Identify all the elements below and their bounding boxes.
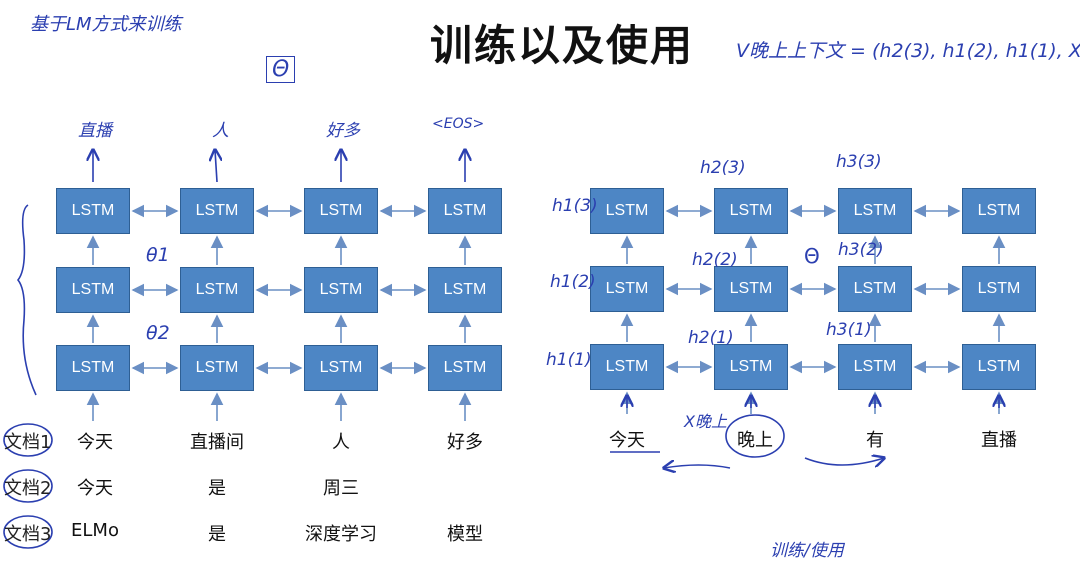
x-wanshang-label: X晚上: [684, 412, 727, 431]
right-input-word-0: 今天: [609, 430, 645, 451]
doc2-word-2: 周三: [323, 478, 359, 499]
doc2-word-0: 今天: [77, 478, 113, 499]
right-lstm-cell-r2-c1: LSTM: [714, 344, 788, 390]
h2-layer2-label: h2(2): [692, 250, 738, 270]
h3-layer1-label: h3(1): [826, 320, 872, 340]
doc3-word-3: 模型: [447, 524, 483, 545]
theta-2-label: θ2: [146, 322, 170, 344]
h1-layer1-label: h1(1): [546, 350, 592, 370]
right-input-word-1: 晚上: [737, 430, 773, 451]
doc3-word-1: 是: [208, 524, 226, 545]
h2-layer3-label: h2(3): [700, 158, 746, 178]
right-lstm-cell-r2-c0: LSTM: [590, 344, 664, 390]
right-lstm-cell-r1-c0: LSTM: [590, 266, 664, 312]
right-lstm-cell-r0-c3: LSTM: [962, 188, 1036, 234]
h1-layer3-label: h1(3): [552, 196, 598, 216]
left-lstm-cell-r0-c2: LSTM: [304, 188, 378, 234]
h2-layer1-label: h2(1): [688, 328, 734, 348]
document-circle-2: [3, 469, 53, 503]
left-lstm-cell-r1-c2: LSTM: [304, 267, 378, 313]
document-label-1: 文档1: [4, 432, 52, 453]
left-lstm-cell-r0-c0: LSTM: [56, 188, 130, 234]
doc1-word-1: 直播间: [190, 432, 244, 453]
left-lstm-cell-r2-c1: LSTM: [180, 345, 254, 391]
doc1-word-2: 人: [332, 432, 350, 453]
output-arrow-1: [215, 150, 217, 183]
right-lstm-cell-r1-c1: LSTM: [714, 266, 788, 312]
left-lstm-cell-r2-c2: LSTM: [304, 345, 378, 391]
left-lstm-cell-r1-c0: LSTM: [56, 267, 130, 313]
h1-layer2-label: h1(2): [550, 272, 596, 292]
right-lstm-cell-r2-c3: LSTM: [962, 344, 1036, 390]
document-circle-1: [3, 423, 53, 457]
output-label-3: <EOS>: [432, 116, 485, 132]
handwritten-bottom: 训练/使用: [770, 541, 844, 561]
doc1-word-0: 今天: [77, 432, 113, 453]
right-input-word-2: 有: [866, 430, 884, 451]
output-label-0: 直播: [78, 121, 112, 141]
output-label-1: 人: [212, 121, 229, 141]
right-lstm-cell-r1-c2: LSTM: [838, 266, 912, 312]
left-lstm-cell-r0-c3: LSTM: [428, 188, 502, 234]
document-circle-3: [3, 515, 53, 549]
right-lstm-cell-r0-c1: LSTM: [714, 188, 788, 234]
right-lstm-cell-r1-c3: LSTM: [962, 266, 1036, 312]
left-lstm-cell-r1-c1: LSTM: [180, 267, 254, 313]
right-lstm-cell-r0-c0: LSTM: [590, 188, 664, 234]
handwritten-vector: V晚上上下文 = (h2(3), h1(2), h1(1), X晚上): [736, 40, 1080, 62]
document-label-3: 文档3: [4, 524, 52, 545]
h3-layer2-label: h3(2): [838, 240, 884, 260]
document-label-2: 文档2: [4, 478, 52, 499]
left-lstm-cell-r2-c3: LSTM: [428, 345, 502, 391]
right-lstm-cell-r2-c2: LSTM: [838, 344, 912, 390]
left-lstm-cell-r1-c3: LSTM: [428, 267, 502, 313]
right-input-word-3: 直播: [981, 430, 1017, 451]
doc3-word-2: 深度学习: [305, 524, 377, 545]
left-lstm-cell-r2-c0: LSTM: [56, 345, 130, 391]
doc1-word-3: 好多: [447, 432, 483, 453]
h3-layer3-label: h3(3): [836, 152, 882, 172]
doc2-word-1: 是: [208, 478, 226, 499]
handwritten-theta-box: Θ: [266, 56, 296, 83]
theta-1-label: θ1: [146, 244, 170, 266]
right-lstm-cell-r0-c2: LSTM: [838, 188, 912, 234]
doc3-word-0: ELMo: [71, 520, 119, 541]
slide-title: 训练以及使用: [430, 21, 695, 70]
theta-right-label: Θ: [804, 244, 820, 268]
output-label-2: 好多: [326, 121, 360, 141]
left-lstm-cell-r0-c1: LSTM: [180, 188, 254, 234]
handwritten-top-left: 基于LM方式来训练: [30, 14, 182, 35]
